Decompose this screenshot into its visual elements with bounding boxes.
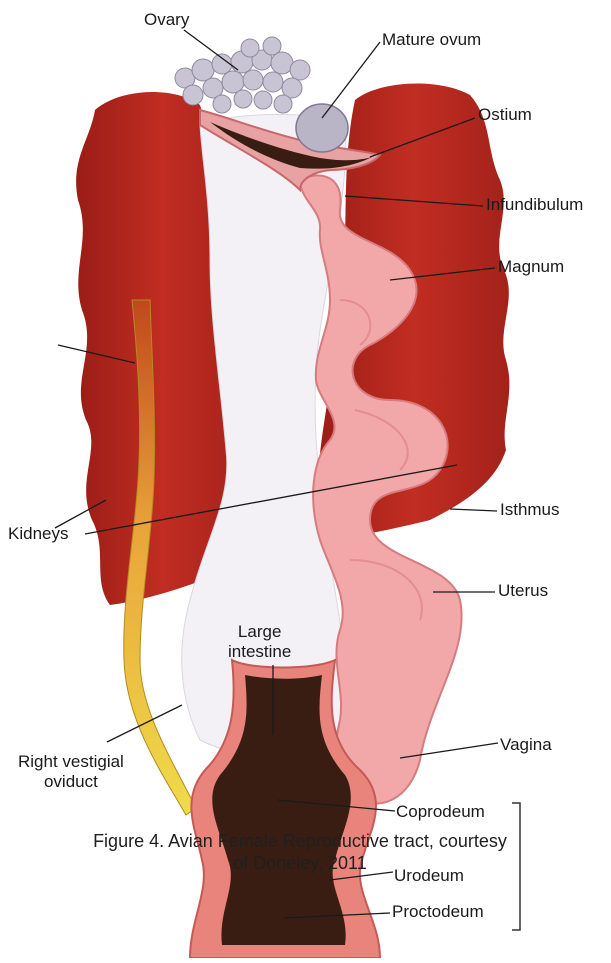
- label-infundibulum: Infundibulum: [486, 195, 583, 215]
- mature-ovum: [296, 104, 348, 152]
- label-ostium: Ostium: [478, 105, 532, 125]
- label-large-intestine: Large intestine: [228, 622, 291, 661]
- label-kidneys: Kidneys: [8, 524, 68, 544]
- caption-line-2: of Doneley, 2011: [40, 852, 560, 874]
- label-coprodeum: Coprodeum: [396, 802, 485, 822]
- label-ovary: Ovary: [144, 10, 189, 30]
- label-isthmus: Isthmus: [500, 500, 560, 520]
- ovary-cluster: [175, 37, 310, 113]
- label-mature-ovum: Mature ovum: [382, 30, 481, 50]
- label-magnum: Magnum: [498, 257, 564, 277]
- label-right-vestigial-oviduct: Right vestigial oviduct: [18, 752, 124, 791]
- figure-caption: Figure 4. Avian Female Reproductive trac…: [40, 830, 560, 874]
- label-vagina: Vagina: [500, 735, 552, 755]
- label-proctodeum: Proctodeum: [392, 902, 484, 922]
- caption-line-1: Figure 4. Avian Female Reproductive trac…: [40, 830, 560, 852]
- label-uterus: Uterus: [498, 581, 548, 601]
